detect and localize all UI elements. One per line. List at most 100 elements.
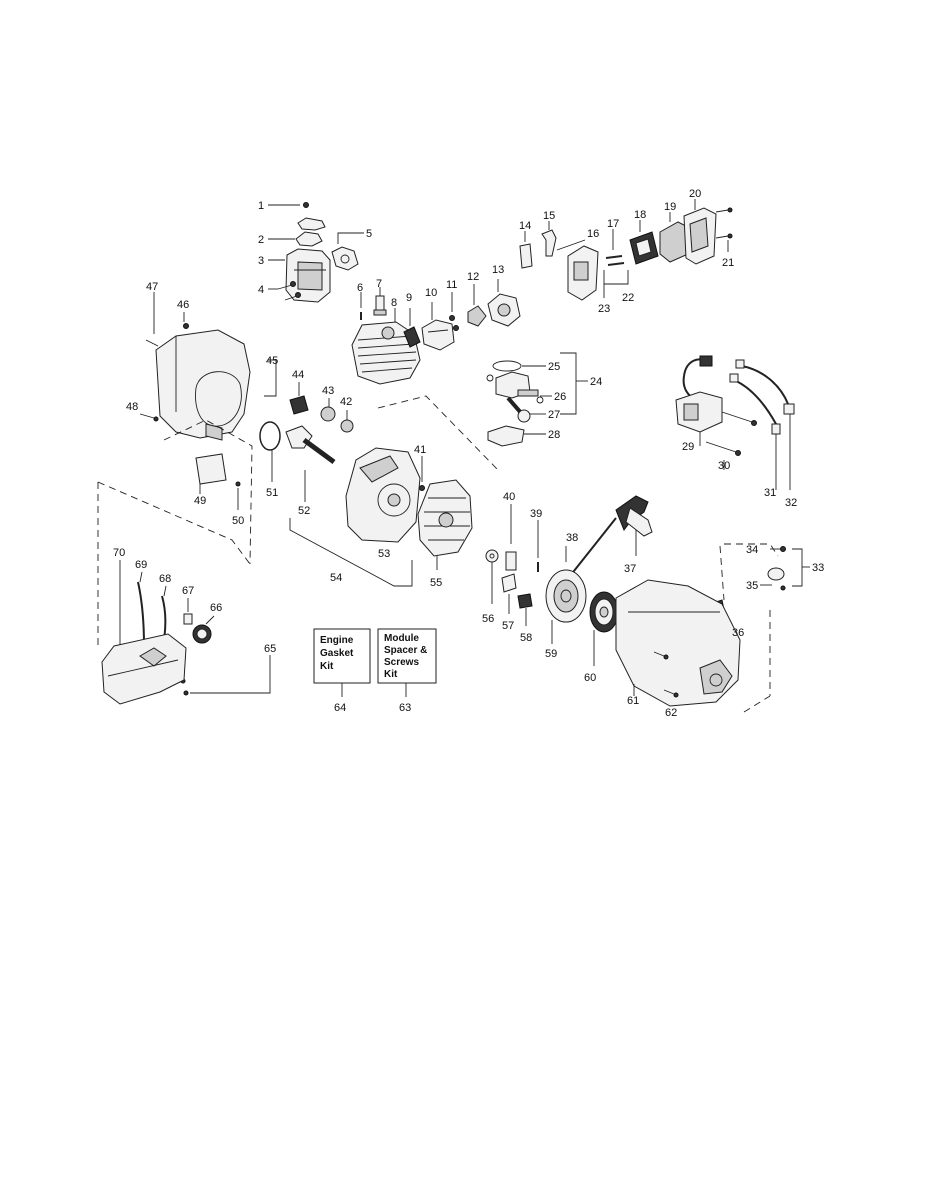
part-29-ignition-module	[675, 355, 757, 446]
part-2-gasket	[268, 217, 326, 247]
callout-5: 5	[366, 228, 372, 240]
part-15-choke-lever	[541, 221, 557, 257]
part-37-starter-handle	[615, 495, 653, 556]
callout-50: 50	[232, 515, 244, 527]
callout-31: 31	[764, 487, 776, 499]
callout-69: 69	[135, 559, 147, 571]
callout-42: 42	[340, 396, 352, 408]
part-18-filter-screen	[629, 220, 659, 265]
part-13-carburetor	[487, 279, 521, 327]
part-34-35-clamp	[760, 546, 786, 591]
part-62-screws	[653, 651, 679, 698]
part-11-screws	[449, 292, 459, 331]
part-26-wrist-pin	[517, 389, 552, 397]
callout-labels: 1 2 3 4 5 6 7 8 9 10 11 12 13 14 15 16 1…	[113, 188, 824, 719]
callout-21: 21	[722, 257, 734, 269]
callout-23: 23	[598, 303, 610, 315]
part-66-fuel-cap	[192, 615, 215, 644]
part-5-muffler-gasket	[331, 232, 364, 271]
callout-20: 20	[689, 188, 701, 200]
callout-38: 38	[566, 532, 578, 544]
svg-text:Screws: Screws	[384, 657, 419, 668]
callout-44: 44	[292, 369, 304, 381]
callout-12: 12	[467, 271, 479, 283]
part-46-screw	[183, 312, 189, 329]
callout-68: 68	[159, 573, 171, 585]
callout-25: 25	[548, 361, 560, 373]
callout-10: 10	[425, 287, 437, 299]
part-10-insulator-block	[421, 302, 455, 351]
callout-30: 30	[718, 460, 730, 472]
bracket-22-23	[603, 270, 629, 298]
bracket-45	[264, 359, 277, 397]
part-12-carb-gasket	[467, 284, 487, 327]
callout-46: 46	[177, 299, 189, 311]
part-32-wire	[735, 359, 795, 490]
callout-14: 14	[519, 220, 531, 232]
module-spacer-kit-box: Module Spacer & Screws Kit	[377, 628, 437, 697]
svg-text:Module: Module	[384, 633, 419, 644]
part-48-screw	[139, 413, 159, 422]
callout-43: 43	[322, 385, 334, 397]
svg-text:Gasket: Gasket	[320, 648, 354, 659]
callout-32: 32	[785, 497, 797, 509]
part-51-o-ring	[259, 421, 281, 482]
callout-16: 16	[587, 228, 599, 240]
engine-gasket-kit-box: Engine Gasket Kit	[313, 628, 371, 697]
part-53-crankcase	[345, 447, 421, 543]
callout-26: 26	[554, 391, 566, 403]
part-7-spark-plug	[373, 287, 387, 316]
part-68-fuel-line	[161, 585, 167, 641]
callout-39: 39	[530, 508, 542, 520]
callout-7: 7	[376, 278, 382, 290]
callout-54: 54	[330, 572, 342, 584]
callout-3: 3	[258, 255, 264, 267]
callout-22: 22	[622, 292, 634, 304]
callout-49: 49	[194, 495, 206, 507]
part-42-bearing	[340, 410, 354, 433]
callout-62: 62	[665, 707, 677, 719]
callout-60: 60	[584, 672, 596, 684]
part-16-air-filter-base	[556, 239, 599, 301]
callout-28: 28	[548, 429, 560, 441]
part-52-crankshaft	[285, 425, 336, 502]
part-1-screw	[268, 202, 309, 208]
part-70-fuel-tank	[101, 560, 187, 705]
part-40-shaft	[505, 504, 517, 571]
part-17-screws	[605, 229, 625, 266]
callout-52: 52	[298, 505, 310, 517]
callout-8: 8	[391, 297, 397, 309]
callout-18: 18	[634, 209, 646, 221]
svg-text:Engine: Engine	[320, 635, 354, 646]
callout-57: 57	[502, 620, 514, 632]
callout-58: 58	[520, 632, 532, 644]
part-engine-shroud	[155, 329, 251, 441]
callout-56: 56	[482, 613, 494, 625]
callout-53: 53	[378, 548, 390, 560]
callout-70: 70	[113, 547, 125, 559]
callout-11: 11	[446, 279, 457, 291]
part-27-connecting-rod	[506, 396, 546, 423]
svg-text:Kit: Kit	[384, 669, 398, 680]
callout-64: 64	[334, 702, 346, 714]
part-49-block	[195, 453, 227, 494]
part-31-wire	[729, 373, 781, 490]
callout-6: 6	[357, 282, 363, 294]
callout-66: 66	[210, 602, 222, 614]
part-38-starter-rope	[565, 517, 617, 577]
part-9-intake-gasket	[403, 308, 421, 348]
callout-59: 59	[545, 648, 557, 660]
callout-41: 41	[414, 444, 426, 456]
callout-37: 37	[624, 563, 636, 575]
part-8-cylinder	[351, 308, 421, 385]
part-69-fuel-line	[137, 571, 145, 647]
part-43-bearing	[320, 398, 336, 422]
callout-34: 34	[746, 544, 758, 556]
part-4-screws	[268, 281, 301, 301]
part-21-screws	[715, 207, 733, 252]
part-58-spring-clip	[517, 593, 533, 626]
callout-51: 51	[266, 487, 278, 499]
callout-36: 36	[732, 627, 744, 639]
callout-48: 48	[126, 401, 138, 413]
callout-13: 13	[492, 264, 504, 276]
